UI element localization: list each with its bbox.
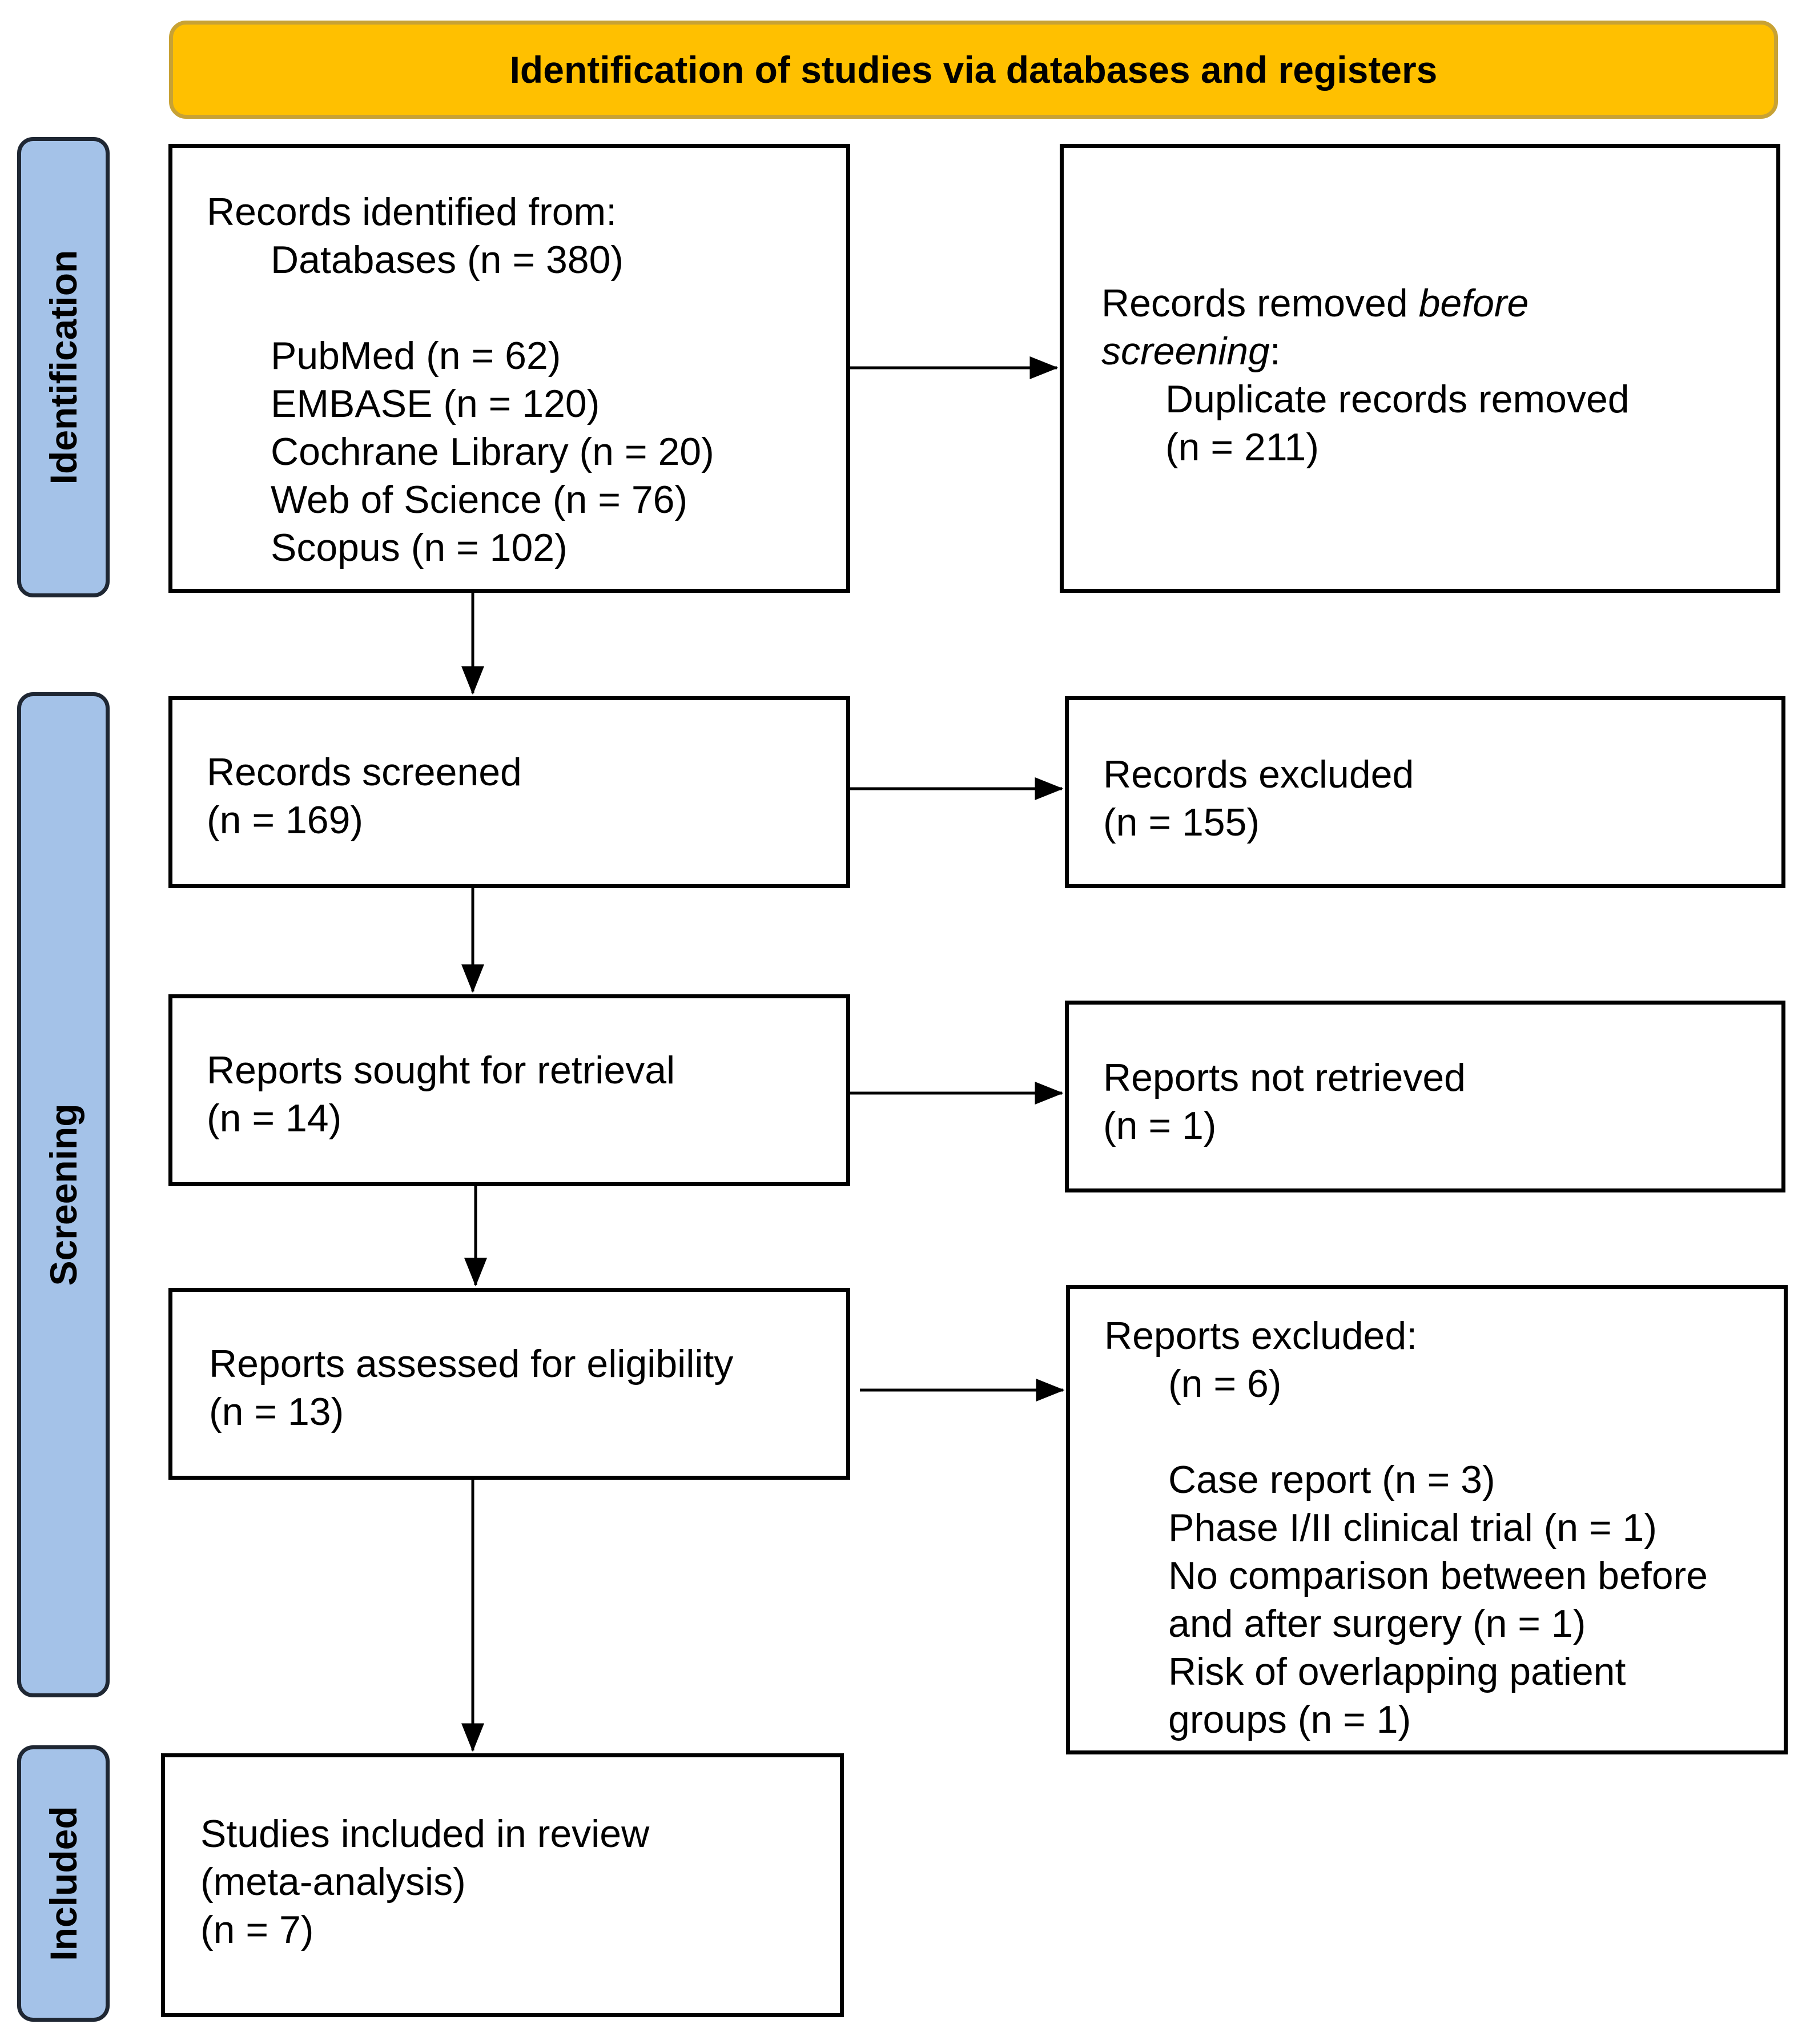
- records-removed-title-emph: before: [1418, 282, 1529, 325]
- records-removed-title: Records removed before: [1101, 279, 1776, 327]
- studies-included-line1: Studies included in review: [200, 1812, 650, 1856]
- records-screened-title: Records screened: [207, 750, 522, 794]
- records-identified-title: Records identified from:: [207, 190, 617, 234]
- records-excluded-title: Records excluded: [1103, 753, 1414, 796]
- section-header-title: Identification of studies via databases …: [509, 49, 1438, 91]
- records-removed-title-cont: screening:: [1101, 327, 1776, 375]
- source-item: Scopus (n = 102): [271, 526, 568, 569]
- section-header: Identification of studies via databases …: [169, 21, 1778, 119]
- reports-excluded-count: (n = 6): [1168, 1362, 1282, 1405]
- exclusion-reason: and after surgery (n = 1): [1168, 1602, 1586, 1645]
- records-excluded-box: Records excluded (n = 155): [1065, 696, 1785, 888]
- records-identified-box: Records identified from: Databases (n = …: [168, 144, 850, 593]
- reports-excluded-title: Reports excluded:: [1104, 1314, 1418, 1358]
- reports-sought-title: Reports sought for retrieval: [207, 1049, 675, 1092]
- records-excluded-count: (n = 155): [1103, 801, 1260, 844]
- databases-count: Databases (n = 380): [271, 238, 624, 282]
- records-screened-count: (n = 169): [207, 798, 364, 842]
- studies-included-box: Studies included in review (meta-analysi…: [161, 1753, 844, 2017]
- reports-not-retrieved-box: Reports not retrieved (n = 1): [1065, 1001, 1785, 1192]
- reports-assessed-box: Reports assessed for eligibility (n = 13…: [168, 1288, 850, 1480]
- records-removed-box: Records removed before screening: Duplic…: [1060, 144, 1780, 593]
- source-item: PubMed (n = 62): [271, 334, 561, 378]
- reports-sought-box: Reports sought for retrieval (n = 14): [168, 994, 850, 1186]
- records-screened-box: Records screened (n = 169): [168, 696, 850, 888]
- studies-included-line2: (meta-analysis): [200, 1860, 466, 1904]
- phase-included: Included: [17, 1745, 110, 2022]
- records-removed-title-emph2: screening: [1101, 330, 1270, 373]
- exclusion-reason: Case report (n = 3): [1168, 1458, 1495, 1501]
- reports-assessed-count: (n = 13): [209, 1390, 344, 1433]
- exclusion-reason: Risk of overlapping patient: [1168, 1650, 1626, 1693]
- phase-identification: Identification: [17, 137, 110, 597]
- phase-screening: Screening: [17, 692, 110, 1697]
- duplicate-records-count: (n = 211): [1165, 425, 1320, 469]
- exclusion-reason: groups (n = 1): [1168, 1698, 1411, 1741]
- reports-not-retrieved-title: Reports not retrieved: [1103, 1056, 1466, 1099]
- exclusion-reason: Phase I/II clinical trial (n = 1): [1168, 1506, 1658, 1549]
- duplicate-records-label: Duplicate records removed: [1165, 378, 1630, 421]
- reports-sought-count: (n = 14): [207, 1097, 342, 1140]
- records-removed-title-suffix: :: [1269, 330, 1281, 373]
- reports-excluded-box: Reports excluded: (n = 6) Case report (n…: [1066, 1285, 1788, 1754]
- exclusion-reason: No comparison between before: [1168, 1554, 1708, 1597]
- reports-not-retrieved-count: (n = 1): [1103, 1104, 1217, 1147]
- reports-assessed-title: Reports assessed for eligibility: [209, 1342, 734, 1386]
- source-item: EMBASE (n = 120): [271, 382, 600, 425]
- source-item: Web of Science (n = 76): [271, 478, 688, 521]
- source-item: Cochrane Library (n = 20): [271, 430, 714, 473]
- records-removed-title-prefix: Records removed: [1101, 282, 1419, 325]
- studies-included-count: (n = 7): [200, 1908, 314, 1951]
